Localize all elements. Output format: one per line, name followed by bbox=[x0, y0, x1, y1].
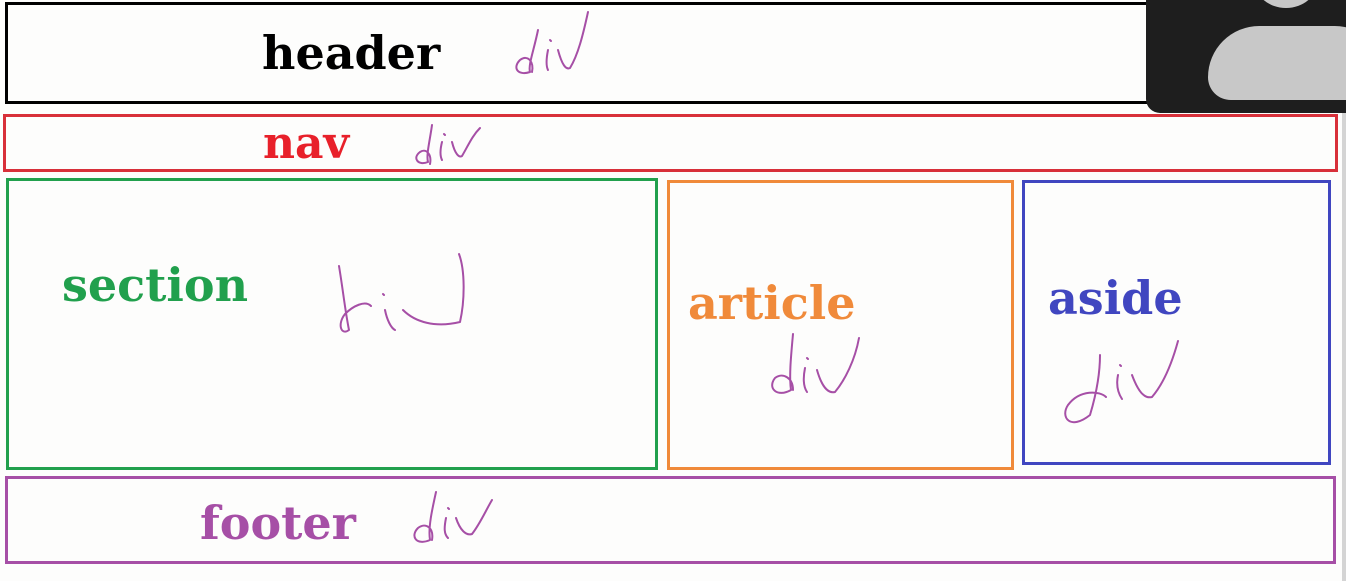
person-silhouette-icon bbox=[1254, 0, 1318, 8]
nav-div-scribble bbox=[415, 124, 481, 165]
nav-box bbox=[3, 114, 1338, 172]
section-label: section bbox=[62, 258, 249, 312]
header-div-scribble: div bbox=[515, 11, 589, 74]
footer-label: footer bbox=[200, 496, 356, 550]
nav-label: nav bbox=[263, 118, 350, 169]
window-edge bbox=[1342, 0, 1346, 581]
footer-box bbox=[5, 476, 1336, 564]
header-label: header bbox=[262, 26, 441, 80]
article-label: article bbox=[688, 276, 856, 330]
section-div-scribble bbox=[338, 253, 465, 333]
aside-box bbox=[1022, 180, 1331, 465]
webcam-overlay bbox=[1146, 0, 1346, 113]
article-div-scribble bbox=[771, 333, 860, 394]
footer-div-scribble bbox=[413, 491, 493, 543]
aside-label: aside bbox=[1048, 271, 1183, 325]
article-box bbox=[667, 180, 1014, 470]
aside-div-scribble bbox=[1064, 340, 1179, 424]
person-shoulders bbox=[1208, 26, 1346, 100]
section-box bbox=[6, 178, 658, 470]
